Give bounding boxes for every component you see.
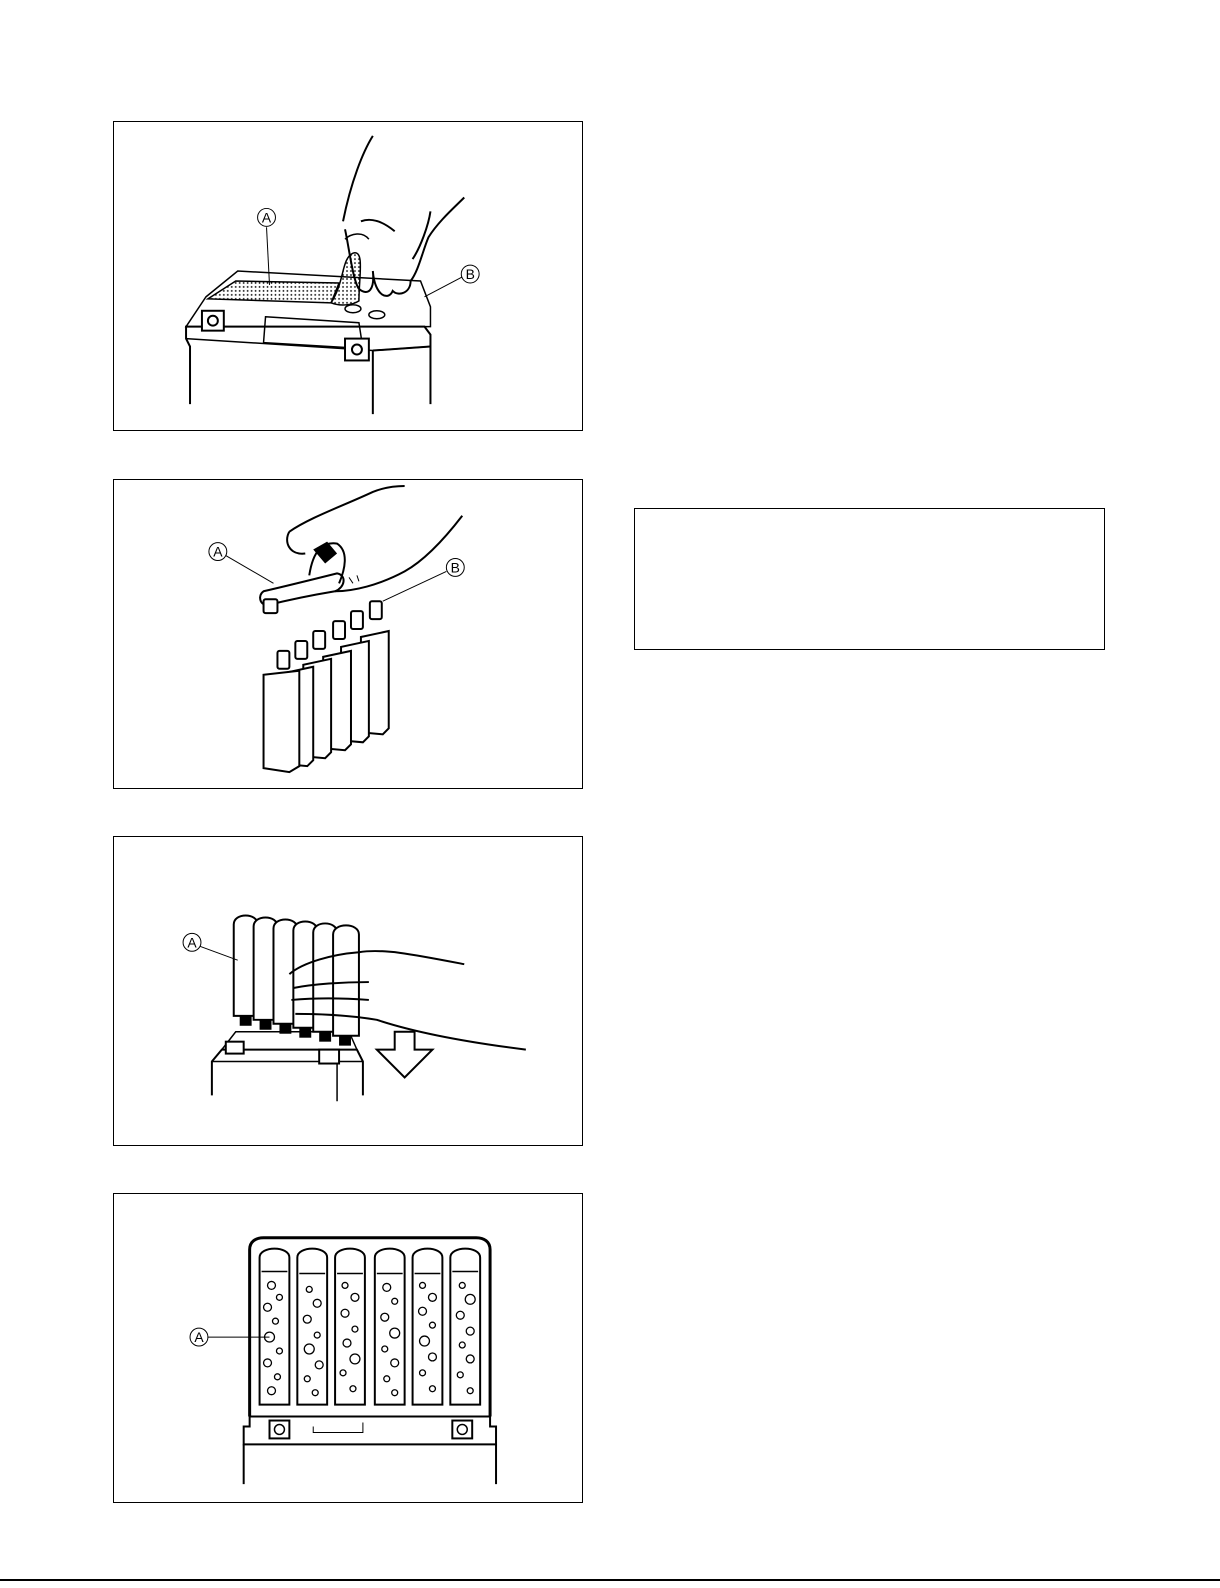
battery-seal-illustration: A B bbox=[114, 122, 582, 430]
callout-a: A bbox=[213, 544, 223, 560]
callout-a: A bbox=[194, 1329, 204, 1345]
figure-remove-seal-strip: A B bbox=[113, 121, 583, 431]
callout-a: A bbox=[262, 209, 272, 225]
callout-b: B bbox=[466, 266, 475, 282]
seal-strip bbox=[208, 281, 339, 303]
callout-b: B bbox=[451, 559, 460, 575]
container-insertion-illustration: A bbox=[114, 837, 582, 1145]
figure-remove-cap-strip: A B bbox=[113, 479, 583, 789]
page-bottom-rule bbox=[0, 1579, 1220, 1581]
air-bubbles-illustration: A bbox=[114, 1194, 582, 1502]
electrolyte-container-illustration: A B bbox=[114, 480, 582, 788]
figure-air-bubbles: A bbox=[113, 1193, 583, 1503]
callout-a: A bbox=[187, 934, 197, 950]
note-box bbox=[634, 508, 1105, 650]
figure-insert-container: A bbox=[113, 836, 583, 1146]
